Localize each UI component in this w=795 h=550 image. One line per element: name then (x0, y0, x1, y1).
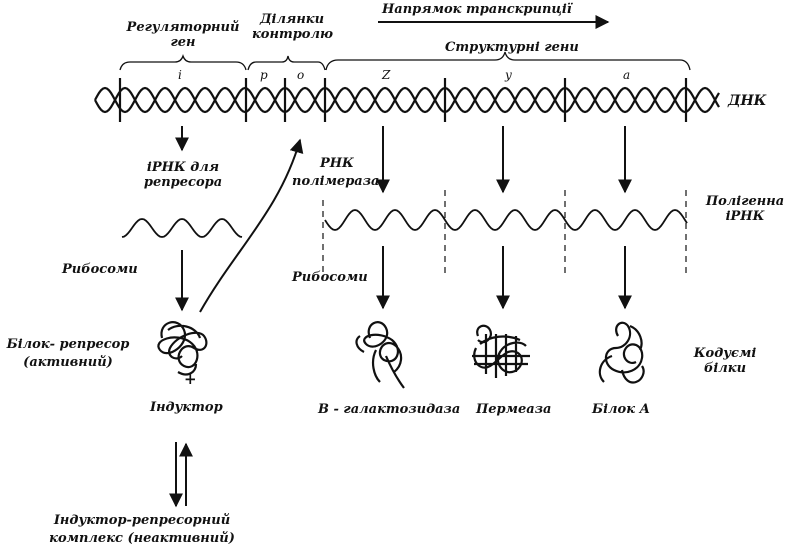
transcription-arrows (182, 126, 625, 192)
polygenic-mrna-wave (325, 210, 687, 230)
ribosomes-right-label: Рибосоми (292, 270, 368, 285)
equilibrium-arrows (176, 442, 186, 506)
control-sites-label: Ділянки контролю (252, 12, 332, 42)
gene-letter-i: i (178, 68, 182, 83)
gene-boundaries (120, 78, 686, 122)
gene-letter-o: o (297, 68, 304, 83)
inducer-repressor-complex-label: Індуктор-репресорний комплекс (неактивни… (22, 512, 262, 548)
rna-polymerase-label: РНК полімераза (292, 155, 379, 191)
inducer-label: Індуктор (150, 400, 223, 415)
transcription-direction-label: Напрямок транскрипції (382, 2, 572, 17)
dna-label: ДНК (728, 94, 766, 109)
polygenic-mrna-label: Полігенна іРНК (700, 194, 790, 224)
permease-protein-tangle (472, 326, 530, 378)
permease-label: Пермеаза (476, 402, 551, 417)
gene-letter-y: y (505, 68, 512, 83)
dna-strand-2 (95, 88, 719, 112)
encoded-proteins-label: Кодуємі білки (680, 346, 770, 376)
gene-letter-z: Z (382, 68, 390, 83)
repressor-mrna-wave (122, 219, 242, 237)
regulatory-gene-label: Регуляторний ген (118, 20, 248, 50)
inducer-plus-sign: + (184, 372, 197, 387)
mrna-segment-dividers (323, 190, 686, 275)
brace-regulatory-gene (120, 56, 246, 70)
dna-helix (95, 78, 719, 122)
repressor-protein-label: Білок- репресор (активний) (2, 336, 134, 372)
ribosomes-left-label: Рибосоми (62, 262, 138, 277)
structural-genes-label: Структурні гени (445, 40, 579, 55)
repressor-mrna-label: іРНК для репресора (128, 160, 238, 190)
protein-a-tangle (600, 323, 644, 383)
gene-braces (120, 52, 690, 70)
gene-letter-p: p (260, 68, 268, 83)
gene-letter-a: a (623, 68, 630, 83)
repressor-protein-tangle (158, 322, 206, 374)
beta-galactosidase-label: В - галактозидаза (318, 402, 460, 417)
dna-strand-1 (95, 88, 719, 112)
galactosidase-protein-tangle (357, 322, 404, 388)
protein-a-label: Білок А (592, 402, 650, 417)
